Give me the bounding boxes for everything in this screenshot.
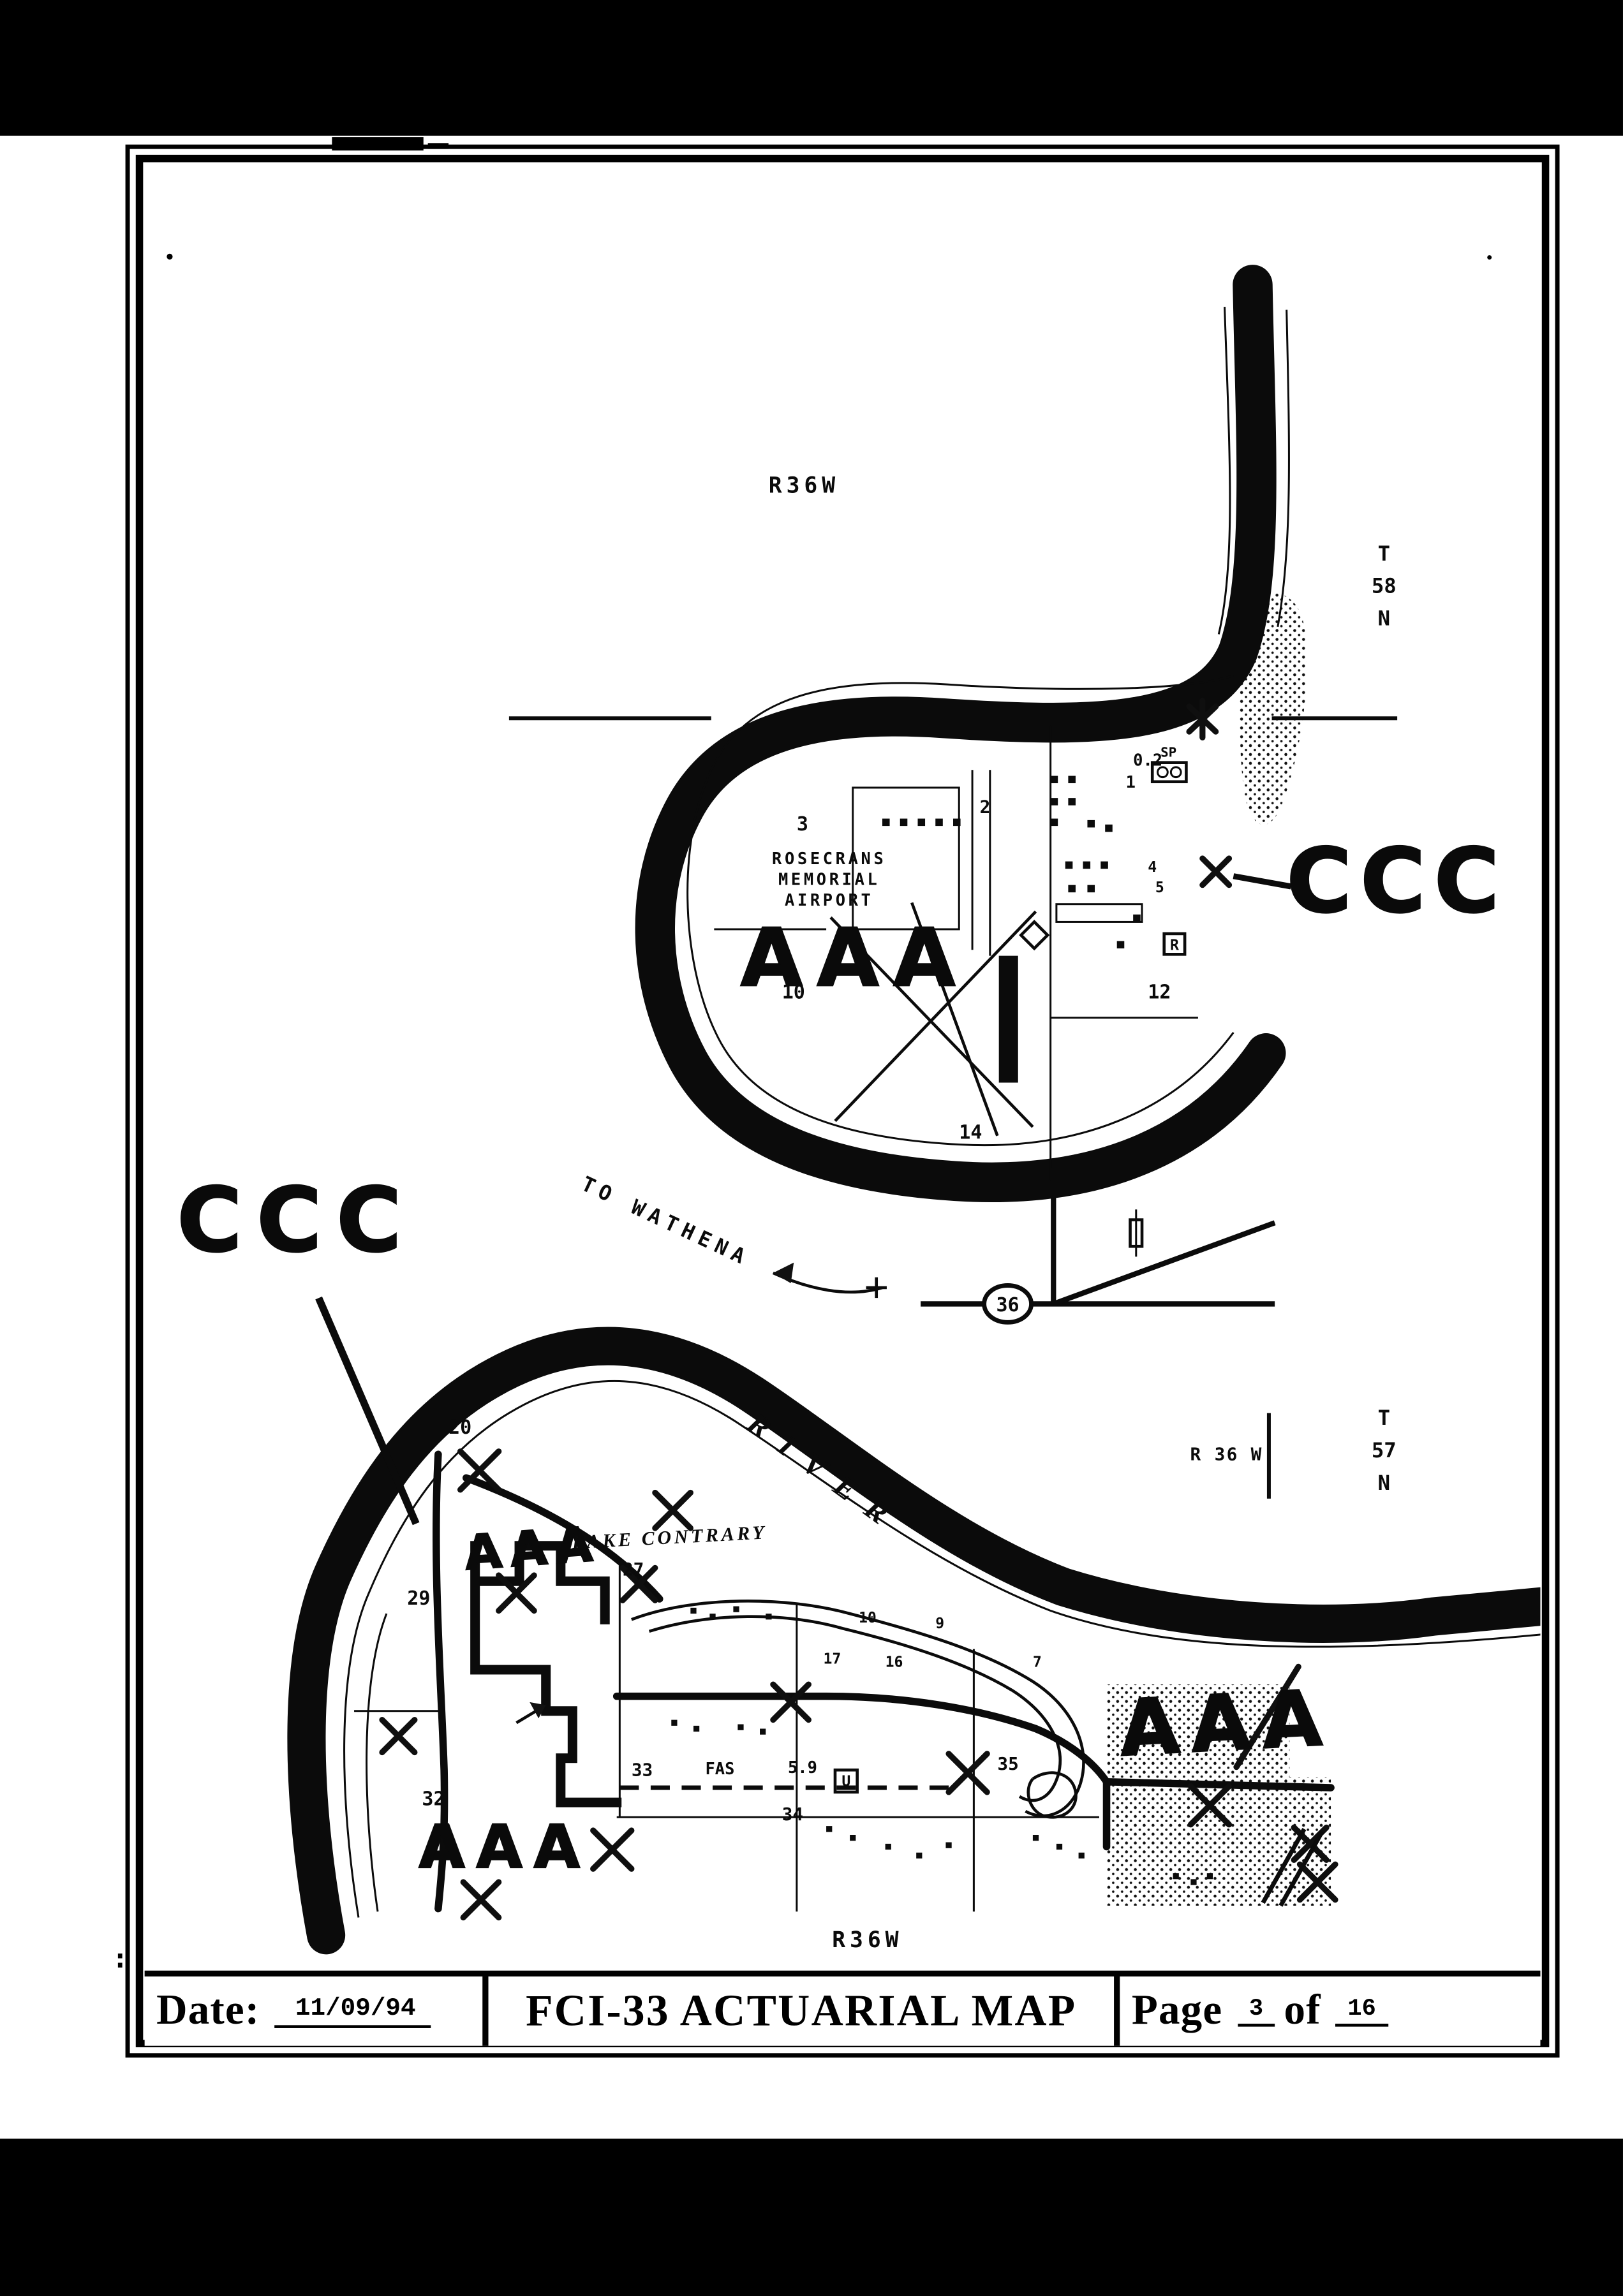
arrowhead [773,1262,794,1284]
lake-number-17: 17 [823,1651,841,1668]
lake-contrary-outline [631,1600,1085,1819]
arrowhead [530,1702,546,1719]
actuarial-map: R36W T 58 N T 57 N R 36 W R36W 3 ROSECRA… [176,265,1541,1955]
page-number: 3 [1237,1996,1275,2027]
title-block-page-cell: Page 3 of 16 [1114,1976,1534,2046]
title-block-date-cell: Date: 11/09/94 [145,1976,483,2046]
label-sp: SP [1160,744,1176,760]
label-section-2: 2 [980,796,991,817]
label-section-34: 34 [782,1804,803,1825]
scan-black-bottom [0,2138,1623,2296]
label-section-32: 32 [422,1788,445,1811]
hatch-scribble [1261,1828,1324,1907]
label-section-29: 29 [407,1587,430,1610]
zone-aaa-right: AAA [1118,1674,1336,1774]
label-r36w-bottom: R36W [832,1927,903,1953]
label-fas: FAS [705,1759,734,1778]
title-block: Date: 11/09/94 FCI-33 ACTUARIAL MAP Page… [144,1970,1541,2046]
building-markers-upper [882,776,1141,949]
route-36-shield [982,1283,1034,1325]
label-t57-t: T [1378,1406,1390,1430]
scan-artifact [1487,255,1492,260]
airport-name-2: MEMORIAL [778,870,880,889]
page-label: Page [1131,1987,1223,2035]
river-bands [287,265,1541,1955]
label-r-box: R [1170,937,1179,953]
runway-strip [998,955,1018,1083]
label-section-10: 10 [782,982,805,1004]
label-section-35: 35 [997,1753,1018,1774]
airport-name-1: ROSECRANS [772,849,886,868]
label-section-27: 27 [623,1559,644,1580]
wathena-arrow [772,1262,887,1299]
building-markers-lower [671,1606,1213,1885]
zone-aaa-airport: AAA [741,912,970,1004]
label-t57-d: N [1378,1471,1390,1495]
label-lake-contrary: LAKE CONTRARY [571,1521,767,1553]
zone-aaa-lake: AAA [463,1517,603,1581]
u-route-box [833,1768,859,1794]
sp-box-outline [1150,761,1188,784]
label-section-3: 3 [797,813,808,835]
title-block-title-cell: FCI-33 ACTUARIAL MAP [482,1976,1114,2046]
of-label: of [1284,1987,1321,2035]
page-total: 16 [1335,1996,1388,2027]
label-route-36: 36 [996,1294,1019,1316]
label-section-14: 14 [959,1121,982,1144]
scan-black-top [0,0,1623,136]
map-title: FCI-33 ACTUARIAL MAP [526,1986,1077,2035]
label-r36w-top: R36W [769,473,840,498]
label-fas-mileage: 5.9 [788,1758,817,1777]
zone-aaa-bottom: AAA [419,1813,591,1881]
label-section-33: 33 [632,1759,653,1780]
lake-number-9: 9 [935,1615,944,1632]
ccc-right-leader [1233,873,1292,890]
date-label: Date: [156,1987,260,2035]
beacon-diamond [1019,920,1050,951]
x-marks [379,697,1338,1921]
label-section-20: 20 [448,1417,471,1439]
zone-ccc-right: CCC [1287,829,1508,932]
label-section-4: 4 [1148,859,1157,876]
ccc-left-leader [315,1296,420,1526]
date-value: 11/09/94 [274,1995,431,2027]
lake-number-16: 16 [886,1654,903,1670]
label-t57-n: 57 [1372,1438,1397,1462]
scan-artifact [167,253,173,260]
label-t58-d: N [1378,607,1390,631]
label-section-12: 12 [1148,982,1171,1004]
r-box-outline [1162,932,1187,956]
zone-ccc-left: CCC [177,1168,417,1272]
missouri-river-lower [287,1327,1541,1955]
asterisk-mark [1186,697,1219,740]
shoreline-contours [343,306,1541,1918]
label-section-5: 5 [1155,879,1164,896]
roads-upper [921,1168,1276,1307]
label-to-wathena: TO WATHENA [578,1172,754,1271]
label-r36w-mid: R 36 W [1190,1444,1263,1465]
airport-structures [714,761,1188,1137]
label-u-route: U [841,1774,850,1790]
label-section-1: 1 [1126,772,1136,791]
airport-name-3: AIRPORT [785,890,874,909]
roads-lower [432,1450,1335,1913]
label-dist-02: 0.2 [1133,750,1162,769]
missouri-river-upper-loop [635,265,1286,1202]
lake-number-7: 7 [1033,1654,1042,1670]
lake-number-10: 10 [859,1610,877,1626]
label-t58-n: 58 [1372,574,1397,598]
label-t58-t: T [1378,541,1390,566]
